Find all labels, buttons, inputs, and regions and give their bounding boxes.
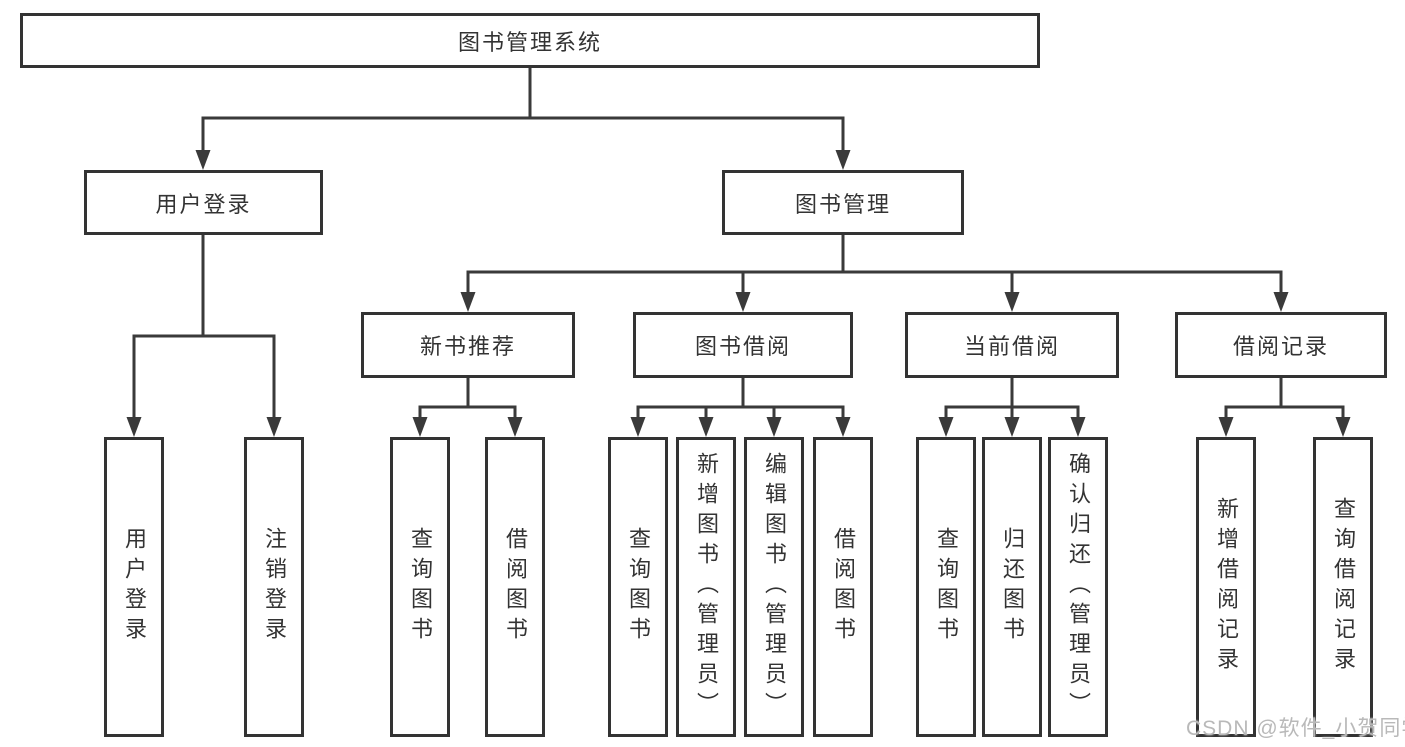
node-user-login: 用户登录 (84, 170, 323, 235)
node-current-borrow: 当前借阅 (905, 312, 1119, 378)
node-borrow-records: 借阅记录 (1175, 312, 1387, 378)
node-book-management: 图书管理 (722, 170, 964, 235)
leaf-borrow-books-recommend: 借阅图书 (485, 437, 545, 737)
leaf-query-books-current: 查询图书 (916, 437, 976, 737)
leaf-query-borrow-record: 查询借阅记录 (1313, 437, 1373, 737)
leaf-confirm-return-admin: 确认归还（管理员） (1048, 437, 1108, 737)
leaf-query-books-recommend: 查询图书 (390, 437, 450, 737)
leaf-add-borrow-record: 新增借阅记录 (1196, 437, 1256, 737)
leaf-borrow-books: 借阅图书 (813, 437, 873, 737)
node-new-book-recommend: 新书推荐 (361, 312, 575, 378)
arrowhead-icons (126, 150, 1351, 437)
leaf-logout: 注销登录 (244, 437, 304, 737)
leaf-user-login: 用户登录 (104, 437, 164, 737)
leaf-query-books-borrow: 查询图书 (608, 437, 668, 737)
leaf-return-books: 归还图书 (982, 437, 1042, 737)
node-root-system: 图书管理系统 (20, 13, 1040, 68)
leaf-edit-books-admin: 编辑图书（管理员） (744, 437, 804, 737)
node-book-borrow: 图书借阅 (633, 312, 853, 378)
csdn-watermark: CSDN @软件_小贺同学 (1186, 717, 1405, 740)
leaf-add-books-admin: 新增图书（管理员） (676, 437, 736, 737)
